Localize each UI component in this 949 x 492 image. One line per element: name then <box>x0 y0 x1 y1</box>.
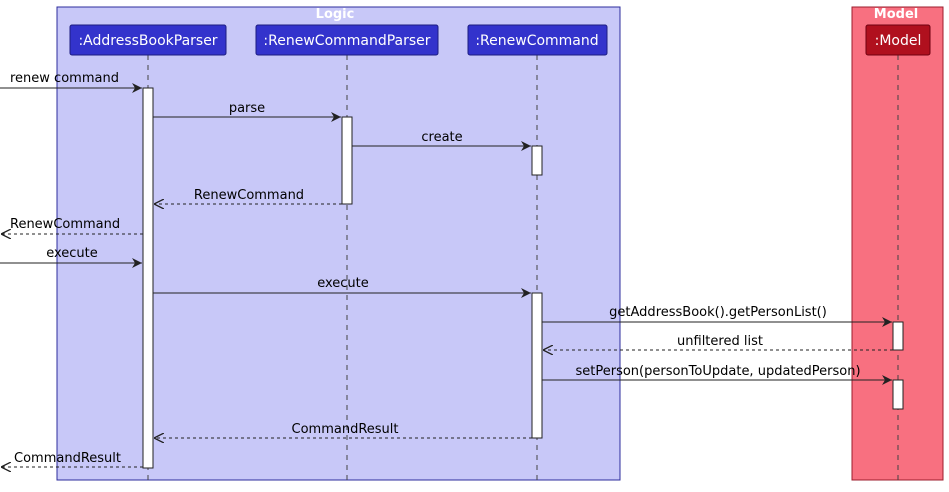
message-label: unfiltered list <box>677 334 763 349</box>
message-label: create <box>421 130 462 145</box>
participant-label: :RenewCommandParser <box>263 33 430 49</box>
participant-model: :Model <box>865 24 931 56</box>
logic-box-title: Logic <box>316 7 355 22</box>
activation-address-book-parser <box>142 87 154 469</box>
messages: renew command parse create RenewCommand … <box>0 71 893 467</box>
activations <box>142 87 904 469</box>
message-label: execute <box>317 276 369 291</box>
message-command-result-2: CommandResult <box>1 451 143 467</box>
message-create: create <box>352 130 531 151</box>
message-label: renew command <box>10 71 119 86</box>
message-unfiltered-list: unfiltered list <box>543 334 893 350</box>
message-label: RenewCommand <box>194 188 304 203</box>
message-label: getAddressBook().getPersonList() <box>609 305 827 320</box>
model-box-title: Model <box>874 7 918 22</box>
activation-renew-command-parser <box>341 116 353 205</box>
message-execute-2: execute <box>153 276 531 298</box>
participant-label: :Model <box>875 33 922 49</box>
participant-renew-command: :RenewCommand <box>467 24 608 56</box>
participant-renew-command-parser: :RenewCommandParser <box>255 24 439 56</box>
participant-label: :AddressBookParser <box>78 33 217 49</box>
message-label: RenewCommand <box>10 217 120 232</box>
message-execute-1: execute <box>0 246 142 268</box>
message-return-renew-command-2: RenewCommand <box>1 217 143 234</box>
message-renew-command: renew command <box>0 71 142 93</box>
message-parse: parse <box>153 101 341 122</box>
message-label: parse <box>229 101 265 116</box>
message-set-person: setPerson(personToUpdate, updatedPerson) <box>542 364 892 385</box>
activation-renew-command-execute <box>531 292 543 439</box>
activation-model-get <box>892 321 904 351</box>
message-label: CommandResult <box>14 451 121 466</box>
message-return-renew-command-1: RenewCommand <box>154 188 342 204</box>
message-command-result-1: CommandResult <box>154 422 532 438</box>
activation-renew-command-create <box>531 145 543 176</box>
message-get-person-list: getAddressBook().getPersonList() <box>542 305 892 327</box>
participant-address-book-parser: :AddressBookParser <box>69 24 227 56</box>
participant-label: :RenewCommand <box>475 33 598 49</box>
activation-model-set <box>892 379 904 410</box>
message-label: setPerson(personToUpdate, updatedPerson) <box>575 364 860 379</box>
message-label: CommandResult <box>292 422 399 437</box>
message-label: execute <box>46 246 98 261</box>
